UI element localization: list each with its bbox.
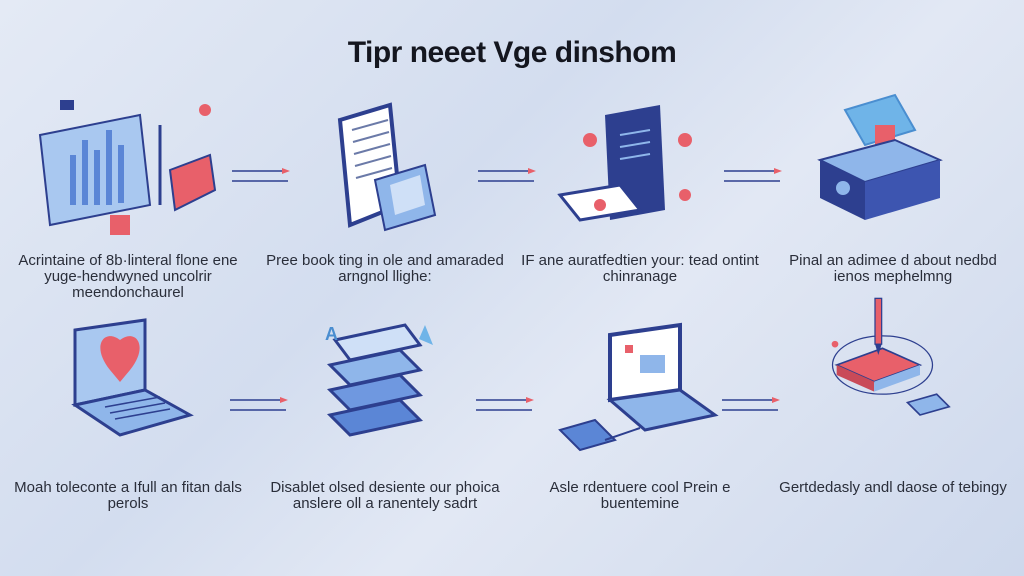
arrow-right-icon	[476, 397, 534, 411]
step-caption: Pree book ting in ole and amaraded arngn…	[266, 252, 504, 285]
step-caption: Disablet olsed desiente our phoica ansle…	[270, 479, 500, 512]
book-box-icon	[337, 102, 437, 232]
step-caption: Acrintaine of 8b·linteral flone ene yuge…	[18, 252, 238, 301]
step-caption: Moah toleconte a Ifull an fitan dals per…	[14, 479, 242, 512]
stacked-layers-icon: A	[325, 323, 433, 437]
pen-platform-icon	[831, 297, 951, 416]
svg-text:A: A	[325, 324, 338, 344]
dashboard-chart-icon	[38, 100, 217, 235]
server-lock-icon	[817, 93, 943, 220]
page-title: Tipr neeet Vge dinshom	[347, 36, 677, 69]
step-caption: Asle rdentuere cool Prein e buentemine	[549, 479, 731, 512]
arrow-right-icon	[232, 168, 290, 182]
laptop-device-icon	[558, 322, 719, 452]
tablet-phone-icon	[557, 105, 692, 222]
step-caption: Gertdedasly andl daose of tebingy	[779, 479, 1007, 496]
step-caption: IF ane auratfedtien your: tead ontint ch…	[521, 252, 759, 285]
arrow-right-icon	[724, 168, 782, 182]
arrow-right-icon	[722, 397, 780, 411]
step-caption: Pinal an adimee d about nedbd ienos meph…	[789, 252, 997, 285]
arrow-right-icon	[478, 168, 536, 182]
arrow-right-icon	[230, 397, 288, 411]
laptop-heart-icon	[71, 318, 194, 437]
